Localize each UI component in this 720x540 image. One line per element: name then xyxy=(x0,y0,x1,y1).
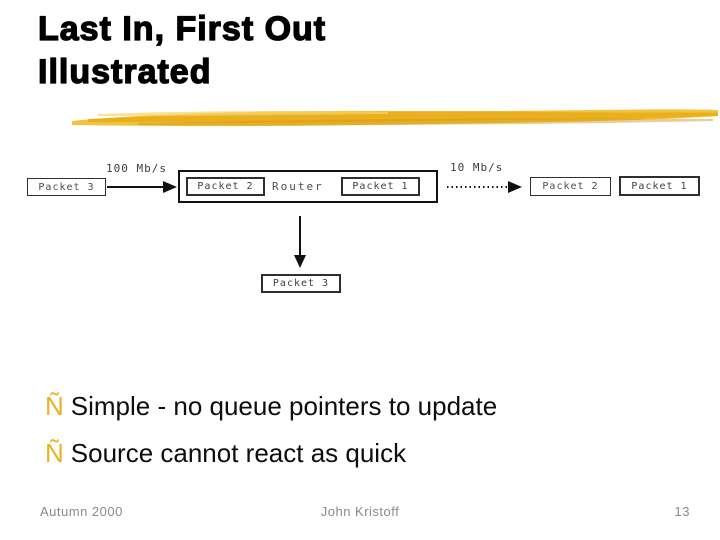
dotted-arrow-right-icon xyxy=(447,181,522,193)
arrow-down-icon xyxy=(294,216,306,268)
bullet-item-2: Ñ Source cannot react as quick xyxy=(45,438,406,468)
packet-box-dropped-label: Packet 3 xyxy=(272,278,330,289)
slow-link-rate-label: 10 Mb/s xyxy=(450,161,504,174)
footer-page-number: 13 xyxy=(674,504,690,519)
footer-author: John Kristoff xyxy=(320,504,400,519)
packet-box-sent-first: Packet 2 xyxy=(530,177,611,196)
packet-box-queue-back: Packet 1 xyxy=(341,177,420,196)
fast-link-rate-label: 100 Mb/s xyxy=(106,162,167,175)
slide-title-line1: Last In, First Out xyxy=(37,9,327,48)
packet-box-source: Packet 3 xyxy=(27,178,106,196)
packet-box-sent-first-label: Packet 2 xyxy=(542,181,599,192)
packet-box-source-label: Packet 3 xyxy=(38,181,95,193)
packet-box-queue-front: Packet 2 xyxy=(186,177,265,196)
bullet-text: Source cannot react as quick xyxy=(70,438,407,468)
packet-box-sent-second-label: Packet 1 xyxy=(631,180,688,192)
bullet-text: Simple - no queue pointers to update xyxy=(70,391,498,421)
bullet-marker-icon: Ñ xyxy=(45,438,64,468)
bullet-marker-icon: Ñ xyxy=(45,391,64,421)
packet-box-dropped: Packet 3 xyxy=(261,274,341,293)
router-label: Router xyxy=(272,180,324,193)
bullet-item-1: Ñ Simple - no queue pointers to update xyxy=(45,391,497,421)
brush-stroke-underline xyxy=(72,109,718,127)
arrow-right-icon xyxy=(107,181,177,193)
packet-box-queue-back-label: Packet 1 xyxy=(352,181,409,192)
packet-box-queue-front-label: Packet 2 xyxy=(197,181,254,192)
footer-date: Autumn 2000 xyxy=(40,504,123,519)
slide-title: Last In, First Out Illustrated xyxy=(37,8,327,94)
packet-box-sent-second: Packet 1 xyxy=(619,176,700,196)
slide-title-line2: Illustrated xyxy=(37,52,212,91)
